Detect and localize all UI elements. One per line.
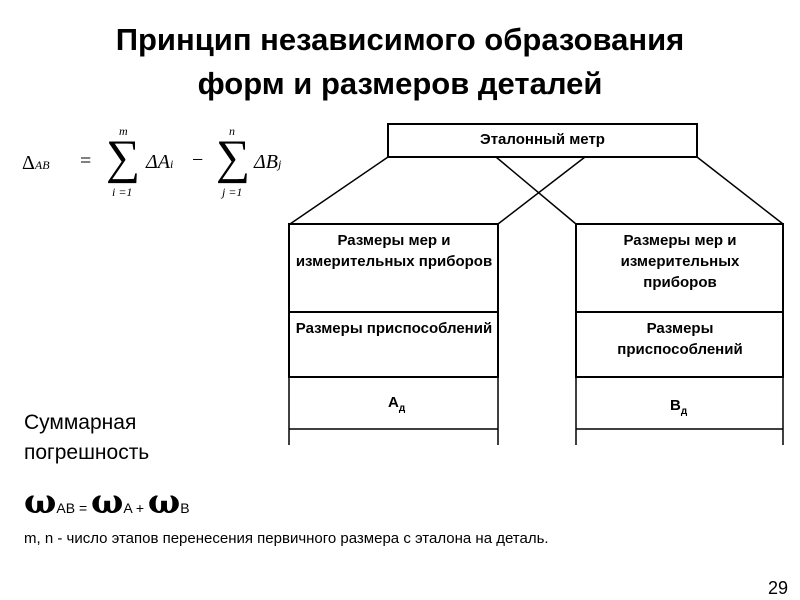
connector-left-outer [289,156,389,225]
left-box-1-label: Размеры мер и измерительных приборов [295,232,493,270]
omega-2: ω [91,482,124,522]
left-box-2-label: Размеры приспособлений [295,320,493,337]
omega-sub-3: B [180,500,190,516]
sum2-lower-limit: j =1 [222,185,243,199]
formula-minus: − [192,149,204,171]
left-part-size-sub: д [398,403,406,414]
formula-lhs-delta: Δ [22,152,35,174]
right-part-size-main: В [670,397,681,414]
sum2-upper-limit: n [229,124,235,138]
page-title: Принцип независимого образования форм и … [0,18,800,106]
formula-term-2: ΔBj [254,151,281,174]
left-box-2-frame [288,311,499,378]
footnote: m, n - число этапов перенесения первично… [24,530,549,547]
title-line-2: форм и размеров деталей [197,66,603,101]
term2-text: ΔB [254,151,278,173]
right-box-2-label: Размеры приспособлений [617,320,743,358]
formula-lhs-sub: AB [34,158,50,172]
formula-lhs: ΔAB [22,152,50,175]
top-box-frame [387,123,698,158]
sum1-lower-limit: i =1 [112,185,133,199]
summary-line-2: погрешность [24,441,150,464]
right-box-1-frame [575,223,784,313]
term1-text: ΔA [146,151,170,173]
connector-right-outer [696,156,784,225]
omega-sub-2: A + [123,500,148,516]
omega-sub-1: AB = [56,500,92,516]
connector-cross-1 [495,156,577,225]
term1-sub: i [169,157,174,171]
term2-sub: j [277,157,282,171]
formula-equals: = [80,150,92,172]
omega-formula: ωAB = ωA + ωB [24,482,190,522]
right-part-size-sub: д [680,406,688,417]
omega-1: ω [24,482,57,522]
right-part-size-label: Вд [670,397,688,417]
top-box-label: Эталонный метр [480,131,605,148]
sum1-upper-limit: m [119,124,128,138]
page-number: 29 [767,578,788,598]
left-part-size-main: А [388,394,399,411]
summary-line-1: Суммарная [24,411,137,434]
error-sum-formula: ΔAB = m ∑ i =1 ΔAi − n ∑ j =1 ΔBj [22,122,322,212]
right-box-2-frame [575,311,784,378]
sum1-sigma: ∑ [106,131,141,184]
connector-cross-2 [497,156,586,225]
sum2-sigma: ∑ [216,131,251,184]
title-line-1: Принцип независимого образования [115,22,685,57]
omega-3: ω [147,482,181,522]
formula-term-1: ΔAi [146,151,173,174]
summary-heading: Суммарная погрешность [24,408,149,468]
right-box-1-label: Размеры мер и измерительных приборов [620,232,740,291]
left-part-size-label: Ад [388,394,406,414]
